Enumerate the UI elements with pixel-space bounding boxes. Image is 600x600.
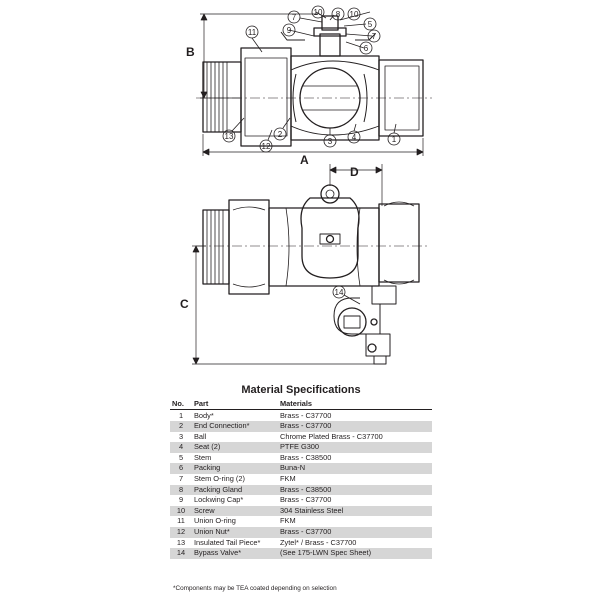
svg-text:13: 13 <box>225 132 234 141</box>
valve-drawing: B A 11 9 10 5 7 6 7 8 10 13 12 2 <box>180 5 432 365</box>
cell-part: Packing Gland <box>192 484 278 496</box>
cell-part: Packing <box>192 463 278 474</box>
svg-text:1: 1 <box>392 135 397 144</box>
table-row: 1 Body* Brass - C37700 <box>170 410 432 421</box>
cell-part: End Connection* <box>192 421 278 432</box>
cell-no: 4 <box>170 442 192 453</box>
callout-balloon-labels-top: 11 9 10 5 7 6 7 8 10 13 12 2 3 4 1 <box>225 8 397 151</box>
cell-no: 8 <box>170 484 192 496</box>
svg-text:7: 7 <box>292 13 297 22</box>
cell-materials: 304 Stainless Steel <box>278 505 432 517</box>
dimension-d <box>329 164 383 206</box>
cell-part: Insulated Tail Piece* <box>194 537 261 547</box>
cell-materials: Brass - C37700 <box>278 421 432 432</box>
table-row: 13 Insulated Tail Piece* Zytel* / Brass - … <box>170 538 432 549</box>
cell-part: Lockwing Cap* <box>194 495 244 505</box>
cell-materials: Brass - C37700 <box>280 410 332 420</box>
cell-materials: (See 175-LWN Spec Sheet) <box>278 548 432 559</box>
cell-part: Body* <box>194 410 214 420</box>
cell-no: 2 <box>170 421 192 432</box>
header-no: No. <box>170 399 192 411</box>
dimension-b-label: B <box>186 45 195 59</box>
cell-part: Union O-ring <box>194 516 236 526</box>
dimension-a <box>202 134 424 156</box>
callout-balloon-14 <box>332 285 361 305</box>
dimension-c <box>192 245 374 365</box>
dimension-a-label: A <box>300 153 309 167</box>
svg-text:4: 4 <box>352 133 357 142</box>
cell-materials: Buna-N <box>278 463 432 474</box>
cell-part: Bypass Valve* <box>192 548 278 559</box>
dimension-c-label: C <box>180 297 189 311</box>
table-row: 3 Ball Chrome Plated Brass - C37700 <box>170 432 432 443</box>
spec-footnote: *Components may be TEA coated depending … <box>173 585 337 592</box>
svg-text:5: 5 <box>368 20 373 29</box>
cell-materials: Chrome Plated Brass - C37700 <box>280 431 383 441</box>
cell-part: Stem O-ring (2) <box>194 474 245 484</box>
cell-materials: Brass - C38500 <box>280 452 332 462</box>
spec-title: Material Specifications <box>241 384 361 396</box>
cell-no: 3 <box>178 431 184 441</box>
cell-no: 5 <box>178 452 184 462</box>
callout-balloons-top <box>222 5 401 153</box>
table-row: 11 Union O-ring FKM <box>170 516 432 527</box>
cell-materials: FKM <box>280 474 296 484</box>
cell-materials: Brass - C37700 <box>280 495 332 505</box>
svg-text:10: 10 <box>314 8 323 17</box>
header-materials: Materials <box>278 399 432 411</box>
cell-part: Screw <box>192 505 278 517</box>
cell-no: 13 <box>176 537 186 547</box>
table-row: 9 Lockwing Cap* Brass - C37700 <box>170 495 432 506</box>
cell-part: Union Nut* <box>192 526 278 538</box>
cell-part: Stem <box>194 452 212 462</box>
cell-materials: Brass - C38500 <box>278 484 432 496</box>
cell-no: 12 <box>170 526 192 538</box>
cell-part: Seat (2) <box>192 442 278 453</box>
svg-text:12: 12 <box>262 142 271 151</box>
cell-no: 10 <box>170 505 192 517</box>
cell-materials: PTFE G300 <box>278 442 432 453</box>
cell-no: 11 <box>177 516 185 526</box>
svg-text:8: 8 <box>336 10 341 19</box>
table-row: 7 Stem O-ring (2) FKM <box>170 474 432 485</box>
svg-text:11: 11 <box>248 28 257 37</box>
valve-section-view <box>196 15 432 147</box>
header-part: Part <box>192 399 278 411</box>
cell-part: Ball <box>194 431 207 441</box>
svg-text:10: 10 <box>350 10 359 19</box>
svg-text:9: 9 <box>287 26 292 35</box>
cell-materials: Zytel* / Brass - C37700 <box>280 537 357 547</box>
svg-text:7: 7 <box>372 32 377 41</box>
svg-text:2: 2 <box>278 130 283 139</box>
cell-materials: FKM <box>280 516 296 526</box>
svg-text:3: 3 <box>328 137 333 146</box>
cell-no: 7 <box>178 474 184 484</box>
cell-no: 1 <box>178 410 184 420</box>
cell-no: 6 <box>170 463 192 474</box>
valve-front-view <box>196 184 430 365</box>
svg-text:6: 6 <box>364 44 369 53</box>
dimension-b <box>200 13 318 99</box>
callout-balloon-14-label: 14 <box>335 288 344 297</box>
material-specifications: Material Specifications No. Part Materia… <box>170 384 432 559</box>
dimension-d-label: D <box>350 165 359 179</box>
cell-materials: Brass - C37700 <box>278 526 432 538</box>
cell-no: 14 <box>170 548 192 559</box>
cell-no: 9 <box>178 495 184 505</box>
spec-header-row: No. Part Materials <box>170 399 432 411</box>
table-row: 5 Stem Brass - C38500 <box>170 453 432 464</box>
